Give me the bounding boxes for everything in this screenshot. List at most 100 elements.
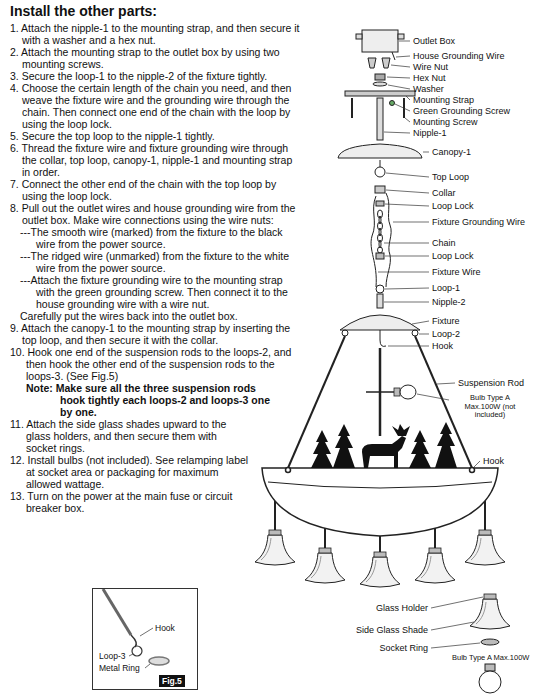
- mounting-hardware: [378, 247, 383, 253]
- glass-shades: [305, 548, 345, 583]
- leader-lines: [378, 272, 429, 273]
- leader-lines: [474, 461, 480, 467]
- mounting-hardware: [380, 160, 381, 167]
- suspension-rods: [288, 336, 472, 468]
- part-label: Loop-2: [432, 329, 460, 340]
- mounting-hardware: [338, 30, 422, 346]
- figure-tag: Fig.5: [159, 675, 185, 687]
- fig5-illustration: [149, 657, 169, 665]
- part-label: Outlet Box: [413, 36, 455, 47]
- tree-moose-silhouette: [333, 424, 355, 468]
- instruction-step: 10. Hook one end of the suspension rods …: [10, 346, 300, 382]
- mounting-hardware: [338, 144, 422, 158]
- mounting-hardware: [379, 228, 381, 236]
- note-text: Note: Make sure all the three suspension…: [10, 382, 280, 418]
- part-label: Nipple-2: [432, 297, 466, 308]
- mounting-hardware: [412, 330, 418, 336]
- mounting-hardware: [379, 216, 381, 224]
- instruction-step: ---The ridged wire (unmarked) from the f…: [10, 250, 300, 274]
- mounting-hardware: [371, 196, 376, 287]
- mounting-hardware: [380, 330, 386, 346]
- part-label: Top Loop: [432, 172, 469, 183]
- leader-lines: [419, 334, 429, 335]
- part-label: Mounting Strap: [413, 95, 474, 106]
- leader-lines: [405, 118, 410, 122]
- instruction-step: 13. Turn on the power at the main fuse o…: [10, 490, 250, 514]
- mounting-hardware: [378, 234, 383, 242]
- bowl: [262, 468, 498, 537]
- fig5-illustration: [131, 635, 136, 647]
- tree-moose-silhouette: [409, 430, 431, 468]
- part-label: Loop-1: [432, 283, 460, 294]
- leader-lines: [406, 96, 410, 100]
- mounting-hardware: [375, 74, 385, 80]
- part-label: Fixture Wire: [432, 267, 481, 278]
- leader-lines: [431, 643, 480, 648]
- instruction-step: ---The smooth wire (marked) from the fix…: [10, 226, 300, 250]
- leader-lines: [385, 204, 429, 206]
- instruction-step: 1. Attach the nipple-1 to the mounting s…: [10, 22, 300, 46]
- leader-lines: [384, 132, 410, 133]
- part-label: Canopy-1: [432, 147, 471, 158]
- part-label: Fixture: [432, 316, 460, 327]
- instruction-step: 11. Attach the side glass shades upward …: [10, 418, 250, 454]
- instruction-step: ---Attach the fixture grounding wire to …: [10, 274, 300, 310]
- instruction-step: 7. Connect the other end of the chain wi…: [10, 178, 300, 202]
- part-label: House Grounding Wire: [413, 51, 505, 62]
- tree-moose-silhouette: [392, 424, 410, 436]
- glass-shades: [255, 530, 295, 565]
- part-label: Suspension Rod: [458, 378, 524, 389]
- mounting-hardware: [377, 294, 383, 308]
- part-label: Hook: [483, 456, 504, 467]
- instruction-step: 6. Thread the fixture wire and fixture g…: [10, 142, 300, 178]
- fig5-illustration: [103, 589, 131, 635]
- fig5-illustration: [132, 646, 142, 656]
- leader-lines: [388, 346, 429, 347]
- leader-lines: [386, 190, 429, 193]
- part-label: Hook: [432, 341, 453, 352]
- part-label: Chain: [432, 238, 456, 249]
- instruction-step: 9. Attach the canopy-1 to the mounting s…: [10, 322, 300, 346]
- leader-lines: [393, 222, 429, 223]
- tree-moose-silhouette: [311, 422, 457, 468]
- mounting-hardware: [376, 201, 384, 206]
- bowl: [262, 468, 498, 536]
- instruction-column: 1. Attach the nipple-1 to the mounting s…: [10, 22, 300, 514]
- leader-lines: [395, 104, 410, 111]
- mounting-hardware: [345, 91, 415, 96]
- mounting-hardware: [376, 253, 384, 259]
- part-label: Loop Lock: [432, 201, 474, 212]
- bulb-note: Bulb Type A Max.100W (not included): [452, 394, 528, 420]
- bulb-note: Bulb Type A Max.100W: [452, 654, 528, 663]
- part-label: Glass Holder: [320, 603, 428, 614]
- mounting-hardware: [375, 186, 385, 193]
- mounting-hardware: [375, 167, 385, 177]
- part-label: Green Grounding Screw: [413, 106, 510, 117]
- part-label: Washer: [413, 84, 444, 95]
- part-label: Collar: [432, 188, 456, 199]
- bowl: [286, 468, 291, 473]
- mounting-hardware: [362, 30, 398, 52]
- mounting-hardware: [398, 34, 404, 39]
- leader-lines: [423, 152, 429, 153]
- part-label: Metal Ring: [99, 663, 140, 673]
- exploded-socket-bulb: [479, 671, 501, 693]
- mounting-hardware: [376, 285, 384, 293]
- bowl: [268, 482, 492, 488]
- mounting-hardware: [386, 193, 391, 287]
- fig5-illustration: [93, 589, 197, 689]
- suspension-rods: [400, 385, 416, 399]
- leader-lines: [387, 77, 410, 78]
- leader-lines: [412, 321, 429, 324]
- leader-lines: [378, 41, 483, 648]
- leader-lines: [384, 302, 429, 303]
- suspension-rods: [394, 388, 400, 396]
- instruction-step: 4. Choose the certain length of the chai…: [10, 82, 300, 130]
- leader-lines: [431, 622, 474, 630]
- exploded-socket-bulb: [481, 639, 499, 645]
- part-label: Fixture Grounding Wire: [432, 217, 525, 228]
- tree-moose-silhouette: [435, 422, 457, 468]
- mounting-hardware: [378, 222, 383, 230]
- figure-inset: HookLoop-3Metal RingFig.5: [92, 588, 198, 690]
- bowl: [470, 468, 475, 473]
